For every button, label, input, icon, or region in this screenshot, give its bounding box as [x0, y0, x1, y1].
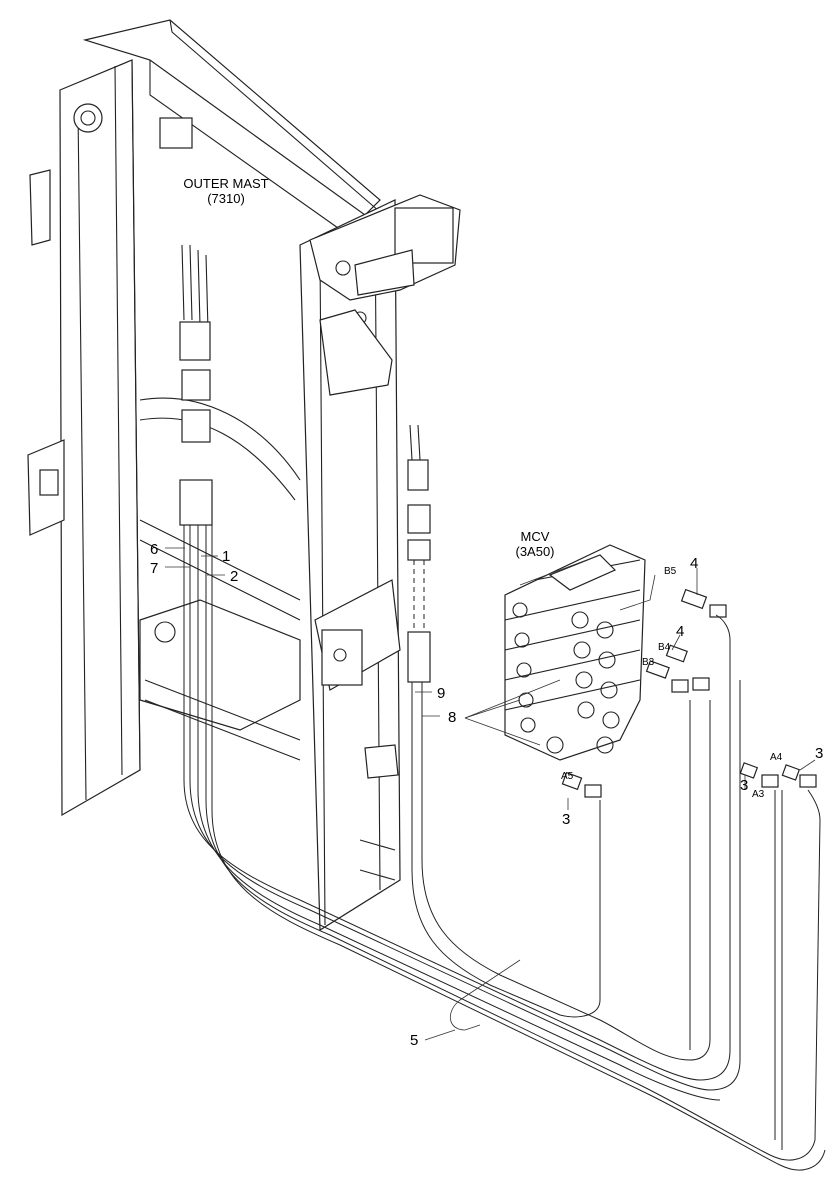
mcv-fittings [561, 588, 817, 798]
mcv-valve-block [504, 544, 646, 761]
mast-fittings [179, 244, 431, 683]
callout-4-mid: 4 [676, 623, 684, 640]
outer-mast-frame [27, 19, 461, 932]
port-b5: B5 [664, 566, 677, 577]
mcv-label: MCV [521, 529, 550, 544]
callout-2: 2 [230, 568, 238, 585]
callout-4-top: 4 [690, 555, 698, 572]
text-labels: OUTER MAST (7310) MCV (3A50) 6 7 1 2 9 8… [150, 176, 823, 1049]
mcv-code: (3A50) [515, 544, 554, 559]
callout-6: 6 [150, 541, 158, 558]
callout-3-right: 3 [815, 745, 823, 762]
port-b4: B4 [658, 642, 671, 653]
callout-5: 5 [410, 1032, 418, 1049]
outer-mast-code: (7310) [207, 191, 245, 206]
leader-lines [165, 547, 816, 1041]
callout-3-mid: 3 [740, 777, 748, 794]
port-a4: A4 [770, 752, 783, 763]
callout-3-left: 3 [562, 811, 570, 828]
callout-9: 9 [437, 685, 445, 702]
callout-8: 8 [448, 709, 456, 726]
callout-1: 1 [222, 548, 230, 565]
outer-mast-label: OUTER MAST [183, 176, 268, 191]
port-a3: A3 [752, 789, 765, 800]
hoses [183, 525, 826, 1171]
port-b3: B3 [642, 657, 655, 668]
port-a5: A5 [561, 771, 574, 782]
callout-7: 7 [150, 560, 158, 577]
